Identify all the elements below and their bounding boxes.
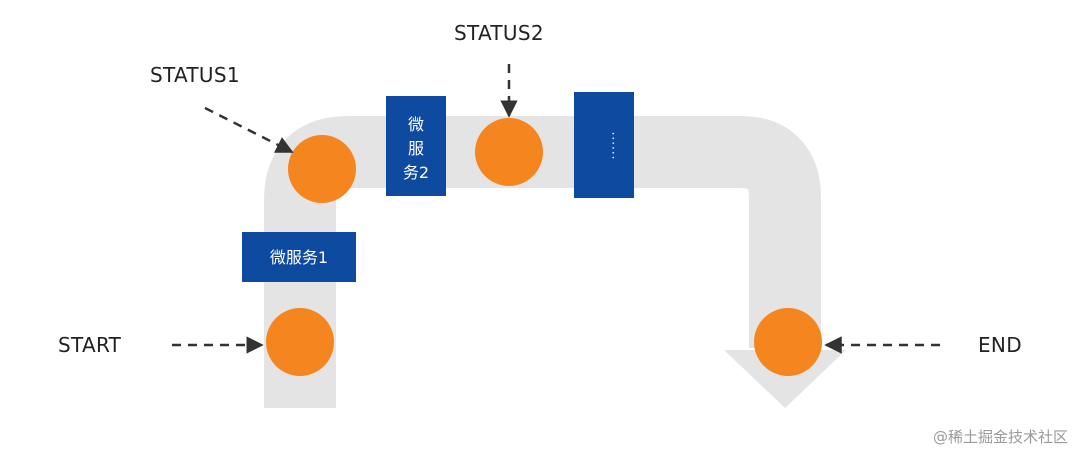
status1-label: STATUS1 [150, 63, 240, 87]
service2-box [386, 96, 446, 196]
service1-box [242, 232, 356, 282]
status-dot-status1 [288, 135, 356, 203]
more-services-box [574, 92, 634, 198]
status-dot-end [754, 308, 822, 376]
flow-track [264, 116, 821, 408]
service2-label-line2: 服 [408, 139, 424, 158]
status-dot-status2 [475, 118, 543, 186]
more-services-ellipsis: ······ [606, 132, 620, 161]
status1-arrow [204, 106, 294, 154]
watermark: @稀土掘金技术社区 [933, 428, 1068, 446]
flow-track-arrowhead [724, 350, 846, 408]
start-label: START [58, 333, 122, 357]
status-dot-start [266, 308, 334, 376]
service2-label-line3: 务2 [403, 163, 429, 182]
end-label: END [978, 333, 1022, 357]
service1-label: 微服务1 [270, 248, 328, 267]
status2-label: STATUS2 [454, 21, 544, 45]
service2-label-line1: 微 [408, 115, 424, 134]
